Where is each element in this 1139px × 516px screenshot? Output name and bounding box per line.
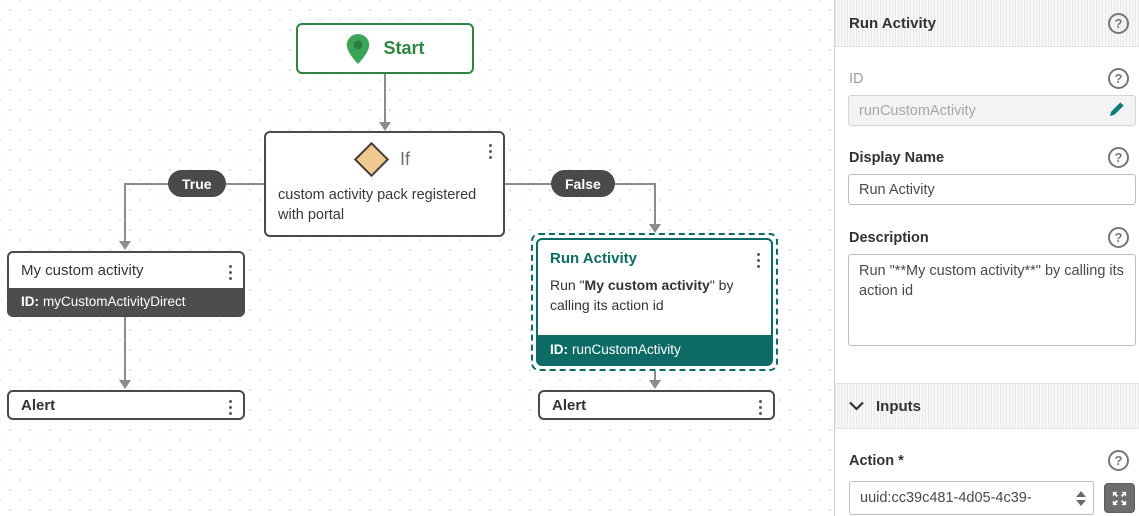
arrowhead-false: [649, 224, 661, 233]
description-textarea[interactable]: Run "**My custom activity**" by calling …: [848, 254, 1136, 346]
arrowhead-start-if: [379, 122, 391, 131]
mca-menu-icon[interactable]: [226, 262, 235, 283]
spinner-down-icon[interactable]: [1076, 499, 1086, 506]
start-node-label: Start: [383, 38, 425, 58]
display-name-input[interactable]: [848, 174, 1136, 205]
mca-title-row: My custom activity: [9, 253, 243, 288]
inputs-section-label: Inputs: [876, 397, 921, 415]
arrowhead-true: [119, 241, 131, 250]
run-activity-title: Run Activity: [550, 250, 637, 267]
connector-run-alert: [654, 371, 656, 381]
run-desc-bold: My custom activity: [584, 277, 710, 293]
panel-header: Run Activity ?: [835, 0, 1139, 47]
run-activity-description: Run "My custom activity" by calling its …: [538, 273, 771, 335]
run-activity-id-label: ID:: [550, 342, 568, 357]
run-activity-id-bar: ID: runCustomActivity: [538, 335, 771, 364]
help-icon-description[interactable]: ?: [1108, 227, 1129, 248]
node-alert-left[interactable]: Alert: [7, 390, 245, 420]
node-alert-right[interactable]: Alert: [538, 390, 775, 420]
alert-right-menu-icon[interactable]: [756, 397, 765, 418]
display-name-row: Display Name ?: [849, 147, 1129, 168]
spinner-up-icon[interactable]: [1076, 490, 1086, 497]
connector-false-vertical: [654, 183, 656, 225]
alert-left-menu-icon[interactable]: [226, 397, 235, 418]
help-icon-action[interactable]: ?: [1108, 450, 1129, 471]
help-icon-id[interactable]: ?: [1108, 68, 1129, 89]
if-node-title: If: [399, 148, 410, 169]
alert-left-title: Alert: [21, 396, 56, 414]
node-run-activity-selection: Run Activity Run "My custom activity" by…: [531, 233, 778, 371]
run-desc-suffix: " by calling its action id: [550, 277, 734, 313]
if-node-condition-text: custom activity pack registered with por…: [278, 187, 477, 223]
decision-diamond-icon: [353, 141, 390, 177]
run-activity-id-value: runCustomActivity: [572, 342, 681, 357]
action-input[interactable]: [860, 490, 1073, 506]
node-run-activity[interactable]: Run Activity Run "My custom activity" by…: [536, 238, 773, 366]
if-node-menu-icon[interactable]: [486, 141, 495, 162]
connector-mca-alert: [124, 317, 126, 381]
display-name-label: Display Name: [849, 149, 945, 166]
node-my-custom-activity[interactable]: My custom activity ID: myCustomActivityD…: [7, 251, 245, 317]
description-row: Description ?: [849, 227, 1129, 248]
edit-id-button[interactable]: [1107, 99, 1127, 122]
id-input[interactable]: [848, 95, 1136, 126]
connector-true-vertical: [124, 183, 126, 242]
inputs-section-header[interactable]: Inputs: [835, 383, 1139, 429]
run-activity-menu-icon[interactable]: [754, 250, 763, 271]
action-row: Action * ?: [849, 450, 1129, 471]
if-node-header: If: [266, 133, 503, 185]
properties-panel: Run Activity ? ID ? Display Name ? Descr…: [834, 0, 1139, 516]
connector-start-if: [384, 74, 386, 124]
mca-id-bar: ID: myCustomActivityDirect: [9, 288, 243, 315]
node-start[interactable]: Start: [296, 23, 474, 74]
action-label: Action *: [849, 452, 904, 469]
map-pin-icon: [347, 33, 370, 64]
expand-arrows-icon: [1112, 491, 1127, 505]
action-expand-button[interactable]: [1104, 483, 1135, 513]
id-field-label: ID: [849, 70, 864, 87]
help-icon-title[interactable]: ?: [1108, 12, 1129, 34]
arrowhead-mca-alert: [119, 380, 131, 389]
action-spinner: [1073, 489, 1089, 508]
action-input-wrap: [849, 481, 1094, 515]
run-desc-prefix: Run ": [550, 277, 585, 293]
mca-id-label: ID:: [21, 294, 39, 309]
pencil-icon: [1110, 102, 1124, 116]
branch-label-true: True: [168, 170, 226, 197]
id-field-row: ID ?: [849, 68, 1129, 89]
node-if[interactable]: If custom activity pack registered with …: [264, 131, 505, 237]
flow-canvas[interactable]: Start If custom activity pack registered…: [0, 0, 834, 516]
chevron-down-icon: [849, 401, 864, 411]
help-icon-display-name[interactable]: ?: [1108, 147, 1129, 168]
branch-label-false: False: [551, 170, 615, 197]
mca-id-value: myCustomActivityDirect: [43, 294, 186, 309]
description-label: Description: [849, 229, 929, 246]
arrowhead-run-alert: [649, 380, 661, 389]
mca-title: My custom activity: [21, 262, 144, 279]
alert-right-title: Alert: [552, 396, 587, 414]
panel-title: Run Activity: [849, 14, 936, 32]
